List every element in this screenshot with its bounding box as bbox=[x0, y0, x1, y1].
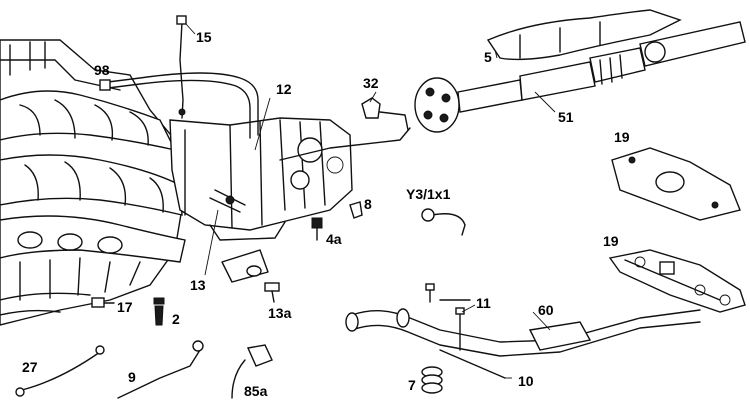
label-5: 5 bbox=[484, 49, 492, 65]
small-fasteners bbox=[91, 201, 363, 326]
label-10: 10 bbox=[518, 373, 534, 389]
label-85a: 85a bbox=[244, 383, 268, 399]
part-32-bracket bbox=[279, 97, 411, 161]
label-9: 9 bbox=[128, 369, 136, 385]
label-4a: 4a bbox=[326, 231, 342, 247]
label-32: 32 bbox=[363, 75, 379, 91]
label-7: 7 bbox=[408, 377, 416, 393]
part-51-propeller-shaft bbox=[414, 21, 746, 133]
label-15: 15 bbox=[196, 29, 212, 45]
cables-and-sensor bbox=[15, 340, 273, 399]
part-19-lower-crossmember bbox=[608, 249, 746, 313]
label-13a: 13a bbox=[268, 305, 292, 321]
exhaust-system bbox=[345, 283, 701, 394]
label-y3-1x1: Y3/1x1 bbox=[406, 186, 451, 202]
label-17: 17 bbox=[117, 299, 133, 315]
label-2: 2 bbox=[172, 311, 180, 327]
part-y3-connector bbox=[421, 208, 466, 236]
part-19-upper-mount bbox=[611, 147, 741, 221]
label-19-upper: 19 bbox=[614, 129, 630, 145]
label-19-lower: 19 bbox=[603, 233, 619, 249]
part-98-cooler-lines bbox=[99, 72, 259, 139]
leader-lines bbox=[185, 23, 556, 379]
transmission-housing bbox=[169, 117, 353, 241]
part-5-heat-shield bbox=[486, 9, 682, 61]
label-13: 13 bbox=[190, 277, 206, 293]
label-8: 8 bbox=[364, 196, 372, 212]
label-51: 51 bbox=[558, 109, 574, 125]
label-11: 11 bbox=[476, 295, 491, 311]
label-27: 27 bbox=[22, 359, 38, 375]
label-60: 60 bbox=[538, 302, 554, 318]
label-98: 98 bbox=[94, 62, 110, 78]
engine-block bbox=[0, 39, 186, 326]
part-15-dipstick-tube bbox=[176, 15, 187, 119]
label-12: 12 bbox=[276, 81, 292, 97]
